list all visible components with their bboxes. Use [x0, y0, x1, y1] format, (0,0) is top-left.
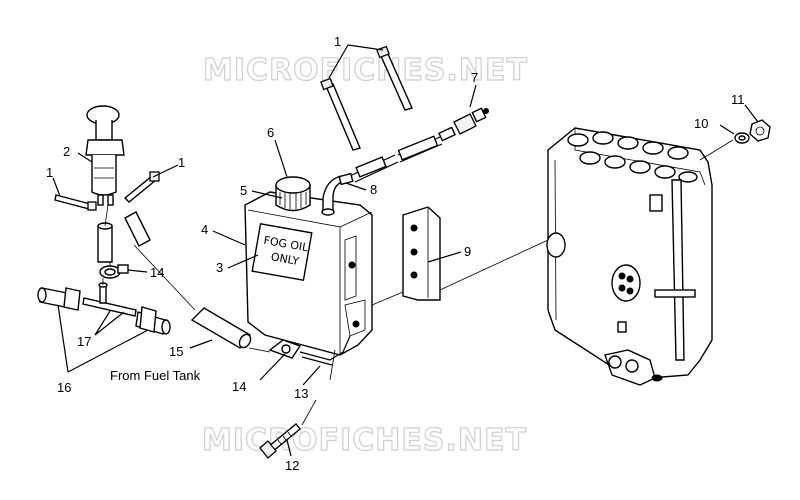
cable-tie-top-right — [376, 45, 413, 111]
tee-fitting — [82, 282, 137, 317]
callout-16: 16 — [57, 380, 71, 395]
callout-3: 3 — [216, 260, 223, 275]
hose-clamp-left — [99, 264, 129, 279]
hose-clamp-bottom — [268, 339, 302, 359]
hose-short-right — [124, 211, 151, 247]
callout-2: 2 — [63, 144, 70, 159]
engine-block — [546, 127, 713, 386]
cable-tie-left — [54, 194, 97, 211]
callout-1-top: 1 — [334, 34, 341, 49]
callout-9: 9 — [464, 244, 471, 259]
fuel-hose-end-left — [37, 287, 81, 311]
callout-6: 6 — [267, 125, 274, 140]
callout-14-bottom: 14 — [232, 379, 246, 394]
callout-17: 17 — [77, 334, 91, 349]
hose-short-left — [97, 222, 113, 263]
callouts: 1 7 6 5 8 4 3 9 10 11 2 1 1 14 17 15 14 … — [46, 34, 745, 473]
watermark-bottom: MICROFICHES.NET — [202, 423, 527, 458]
watermark-top: MICROFICHES.NET — [203, 53, 528, 88]
callout-12: 12 — [285, 458, 299, 473]
oil-tank-bracket — [402, 206, 441, 301]
callout-10: 10 — [694, 116, 708, 131]
check-valve — [438, 107, 489, 142]
leader-lines — [52, 44, 759, 457]
tank-cap — [275, 176, 311, 212]
callout-8: 8 — [370, 182, 377, 197]
caption-from-fuel-tank: From Fuel Tank — [110, 368, 201, 383]
callout-4: 4 — [201, 222, 208, 237]
assembly-lines — [102, 139, 734, 426]
callout-5: 5 — [240, 183, 247, 198]
callout-7: 7 — [471, 70, 478, 85]
callout-11: 11 — [731, 92, 745, 107]
fuel-hose-long — [190, 307, 252, 349]
oil-line-tube — [351, 135, 443, 183]
fog-oil-tank: FOG OIL ONLY — [244, 191, 373, 356]
fuel-hose-end-right — [135, 306, 171, 335]
engine-ports — [567, 131, 698, 183]
callout-15: 15 — [169, 344, 183, 359]
nut — [749, 119, 771, 142]
callout-1-left: 1 — [46, 165, 53, 180]
tank-elbow-fitting — [321, 172, 354, 216]
callout-13: 13 — [294, 386, 308, 401]
engine-round-fitting — [611, 264, 641, 302]
tank-label-line2: ONLY — [270, 250, 300, 268]
cable-tie-top-left — [320, 77, 361, 151]
washer — [734, 132, 750, 144]
oil-line-strap — [299, 335, 351, 366]
primer-pump — [85, 105, 125, 206]
callout-14-left: 14 — [150, 265, 164, 280]
callout-1-right: 1 — [178, 155, 185, 170]
mounting-bolt — [259, 423, 301, 459]
